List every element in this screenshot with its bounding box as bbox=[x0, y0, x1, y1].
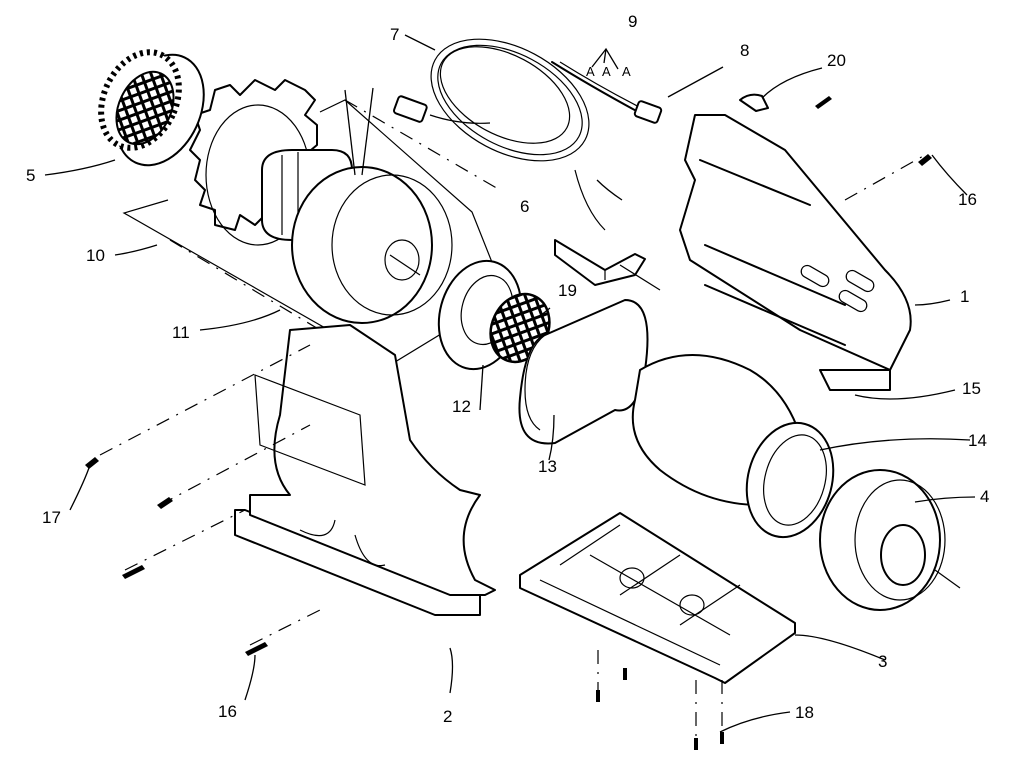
leader-lines bbox=[44, 34, 976, 733]
part-labels: 1 2 3 4 5 6 7 8 9 10 11 12 13 14 15 16 1… bbox=[26, 12, 989, 726]
label-11: 11 bbox=[172, 323, 190, 342]
label-12: 12 bbox=[452, 397, 471, 416]
label-9: 9 bbox=[628, 12, 637, 31]
part-1-rear-housing bbox=[679, 114, 932, 391]
label-5: 5 bbox=[26, 166, 35, 185]
label-8: 8 bbox=[740, 41, 749, 60]
part-2-front-housing bbox=[234, 324, 496, 616]
svg-text:A: A bbox=[586, 64, 595, 79]
label-19: 19 bbox=[558, 281, 577, 300]
label-1: 1 bbox=[960, 287, 969, 306]
part-5-fan bbox=[98, 49, 205, 167]
part-14-bag-collar bbox=[745, 421, 835, 539]
screws-and-axes bbox=[85, 344, 724, 750]
part-3-base-plate bbox=[519, 512, 796, 684]
part-20-clip bbox=[739, 93, 832, 112]
label-6: 6 bbox=[520, 197, 529, 216]
label-16-top: 16 bbox=[958, 190, 977, 209]
label-3: 3 bbox=[878, 652, 887, 671]
label-16-bottom: 16 bbox=[218, 702, 237, 721]
part-6-switch bbox=[554, 239, 661, 291]
label-2: 2 bbox=[443, 707, 452, 726]
svg-text:A: A bbox=[602, 64, 611, 79]
label-4: 4 bbox=[980, 487, 989, 506]
label-7: 7 bbox=[390, 25, 399, 44]
part-7-power-cord bbox=[393, 38, 606, 231]
label-18: 18 bbox=[795, 703, 814, 722]
label-14: 14 bbox=[968, 431, 987, 450]
part-8-connector-lead bbox=[551, 61, 663, 124]
label-17: 17 bbox=[42, 508, 61, 527]
label-13: 13 bbox=[538, 457, 557, 476]
label-20: 20 bbox=[827, 51, 846, 70]
part-4-end-cap bbox=[819, 469, 961, 611]
label-10: 10 bbox=[86, 246, 105, 265]
part-11-motor bbox=[261, 87, 453, 324]
label-15: 15 bbox=[962, 379, 981, 398]
part-9-wire-connectors: A A A bbox=[586, 47, 631, 79]
part-13-filter bbox=[518, 299, 649, 445]
svg-text:A: A bbox=[622, 64, 631, 79]
